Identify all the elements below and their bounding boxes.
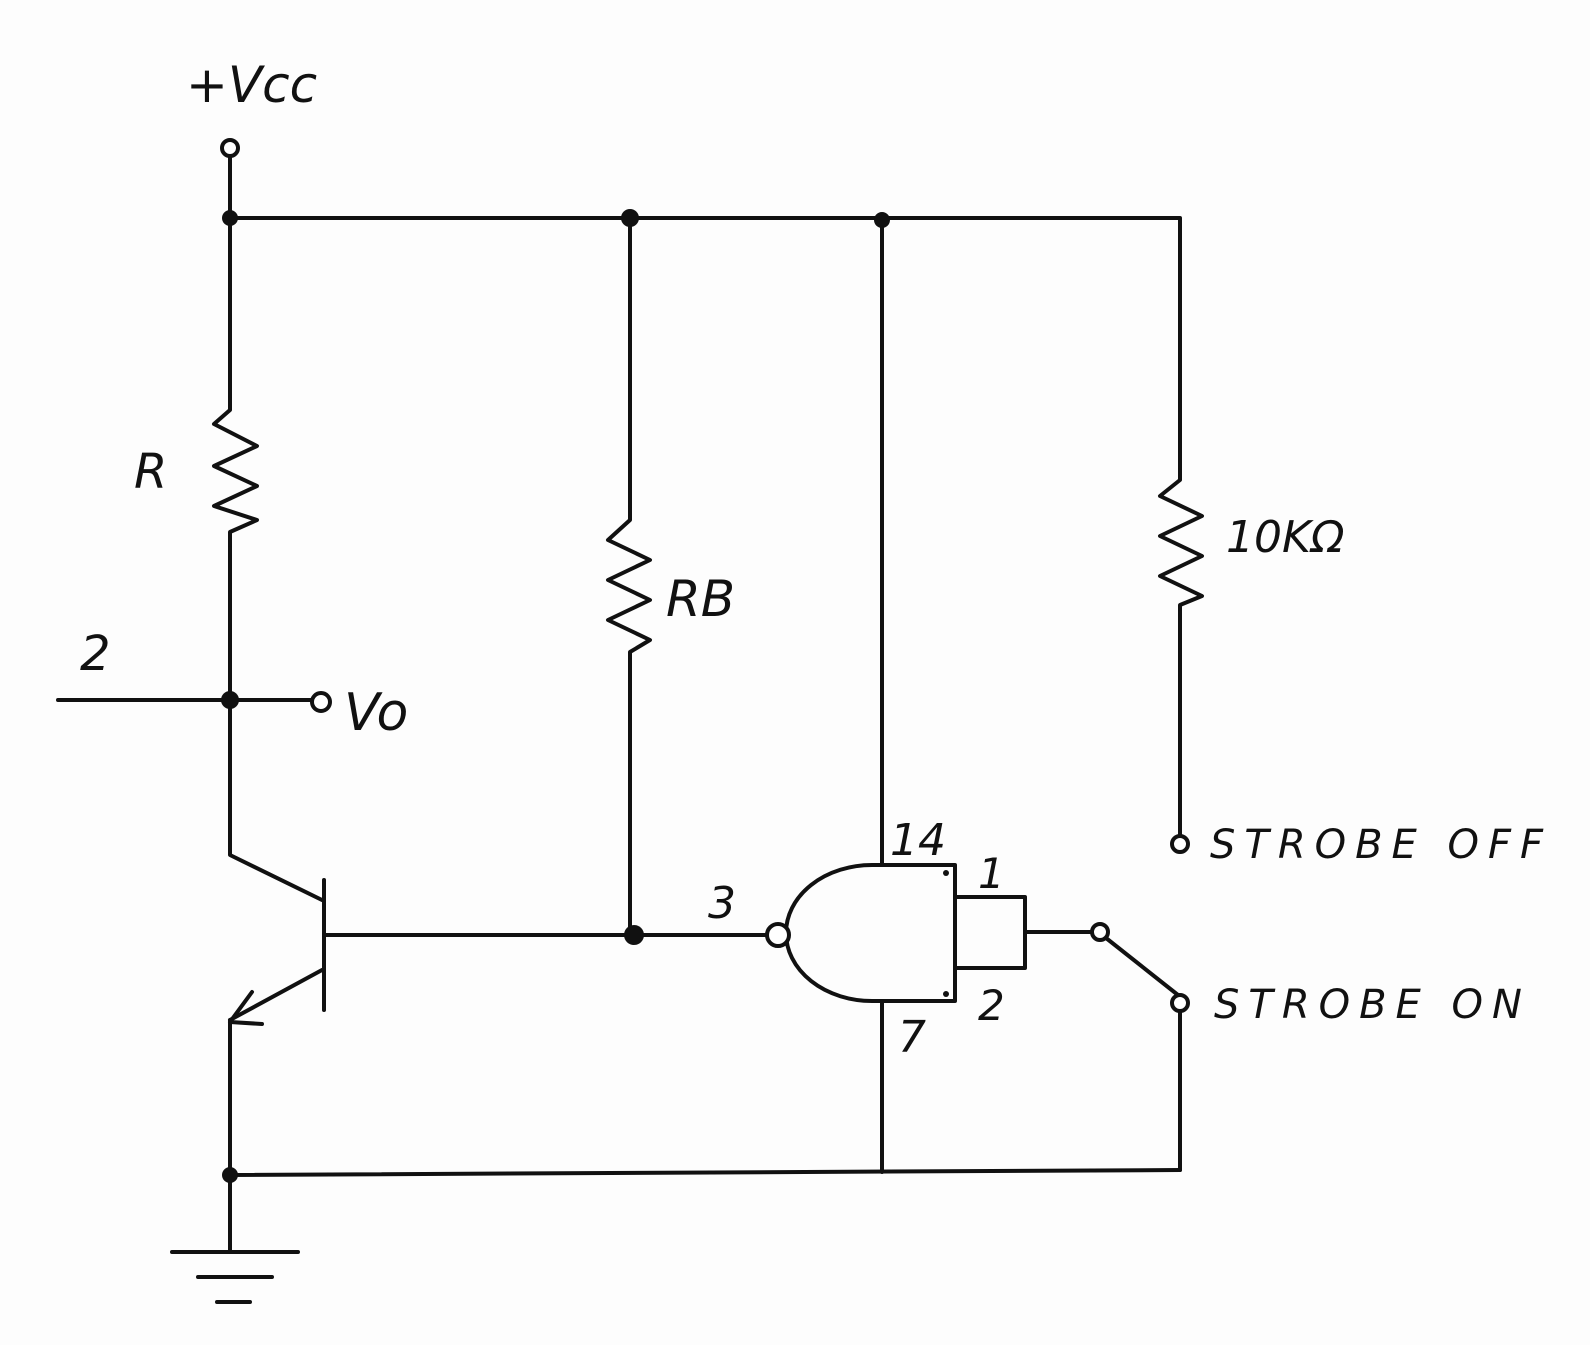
npn-transistor bbox=[228, 878, 326, 1026]
resistor-rb bbox=[606, 506, 652, 662]
label-pin14: 14 bbox=[890, 815, 946, 866]
label-input-2: 2 bbox=[80, 626, 111, 682]
junction-dots bbox=[221, 209, 890, 1183]
resistor-r bbox=[212, 396, 259, 550]
vo-terminal bbox=[310, 691, 332, 713]
label-10k: 10KΩ bbox=[1226, 512, 1345, 563]
ground-rail bbox=[228, 1168, 1182, 1177]
ground-symbol bbox=[170, 1173, 300, 1304]
label-r: R bbox=[134, 444, 167, 500]
nand-inversion-bubble bbox=[765, 922, 791, 948]
vcc-rail bbox=[228, 216, 1182, 472]
wire-inputs-tied bbox=[953, 895, 1027, 970]
nand-gate bbox=[765, 863, 957, 1003]
vcc-terminal bbox=[220, 138, 240, 220]
label-vo: Vo bbox=[344, 683, 408, 743]
label-strobe-on: STROBE ON bbox=[1214, 982, 1531, 1028]
label-pin7: 7 bbox=[898, 1012, 926, 1063]
wire-collector bbox=[228, 698, 324, 902]
strobe-off-terminal bbox=[1170, 834, 1190, 854]
label-vcc: +Vcc bbox=[186, 56, 317, 114]
label-rb: RB bbox=[666, 570, 735, 628]
strobe-on-terminal bbox=[1170, 993, 1190, 1013]
label-strobe-off: STROBE OFF bbox=[1210, 822, 1552, 868]
label-pin1: 1 bbox=[978, 849, 1005, 898]
switch-pivot bbox=[1090, 922, 1110, 942]
label-pin2: 2 bbox=[978, 981, 1005, 1030]
resistor-10k bbox=[1158, 468, 1204, 614]
switch-blade bbox=[1104, 936, 1180, 997]
label-pin3: 3 bbox=[708, 878, 736, 929]
